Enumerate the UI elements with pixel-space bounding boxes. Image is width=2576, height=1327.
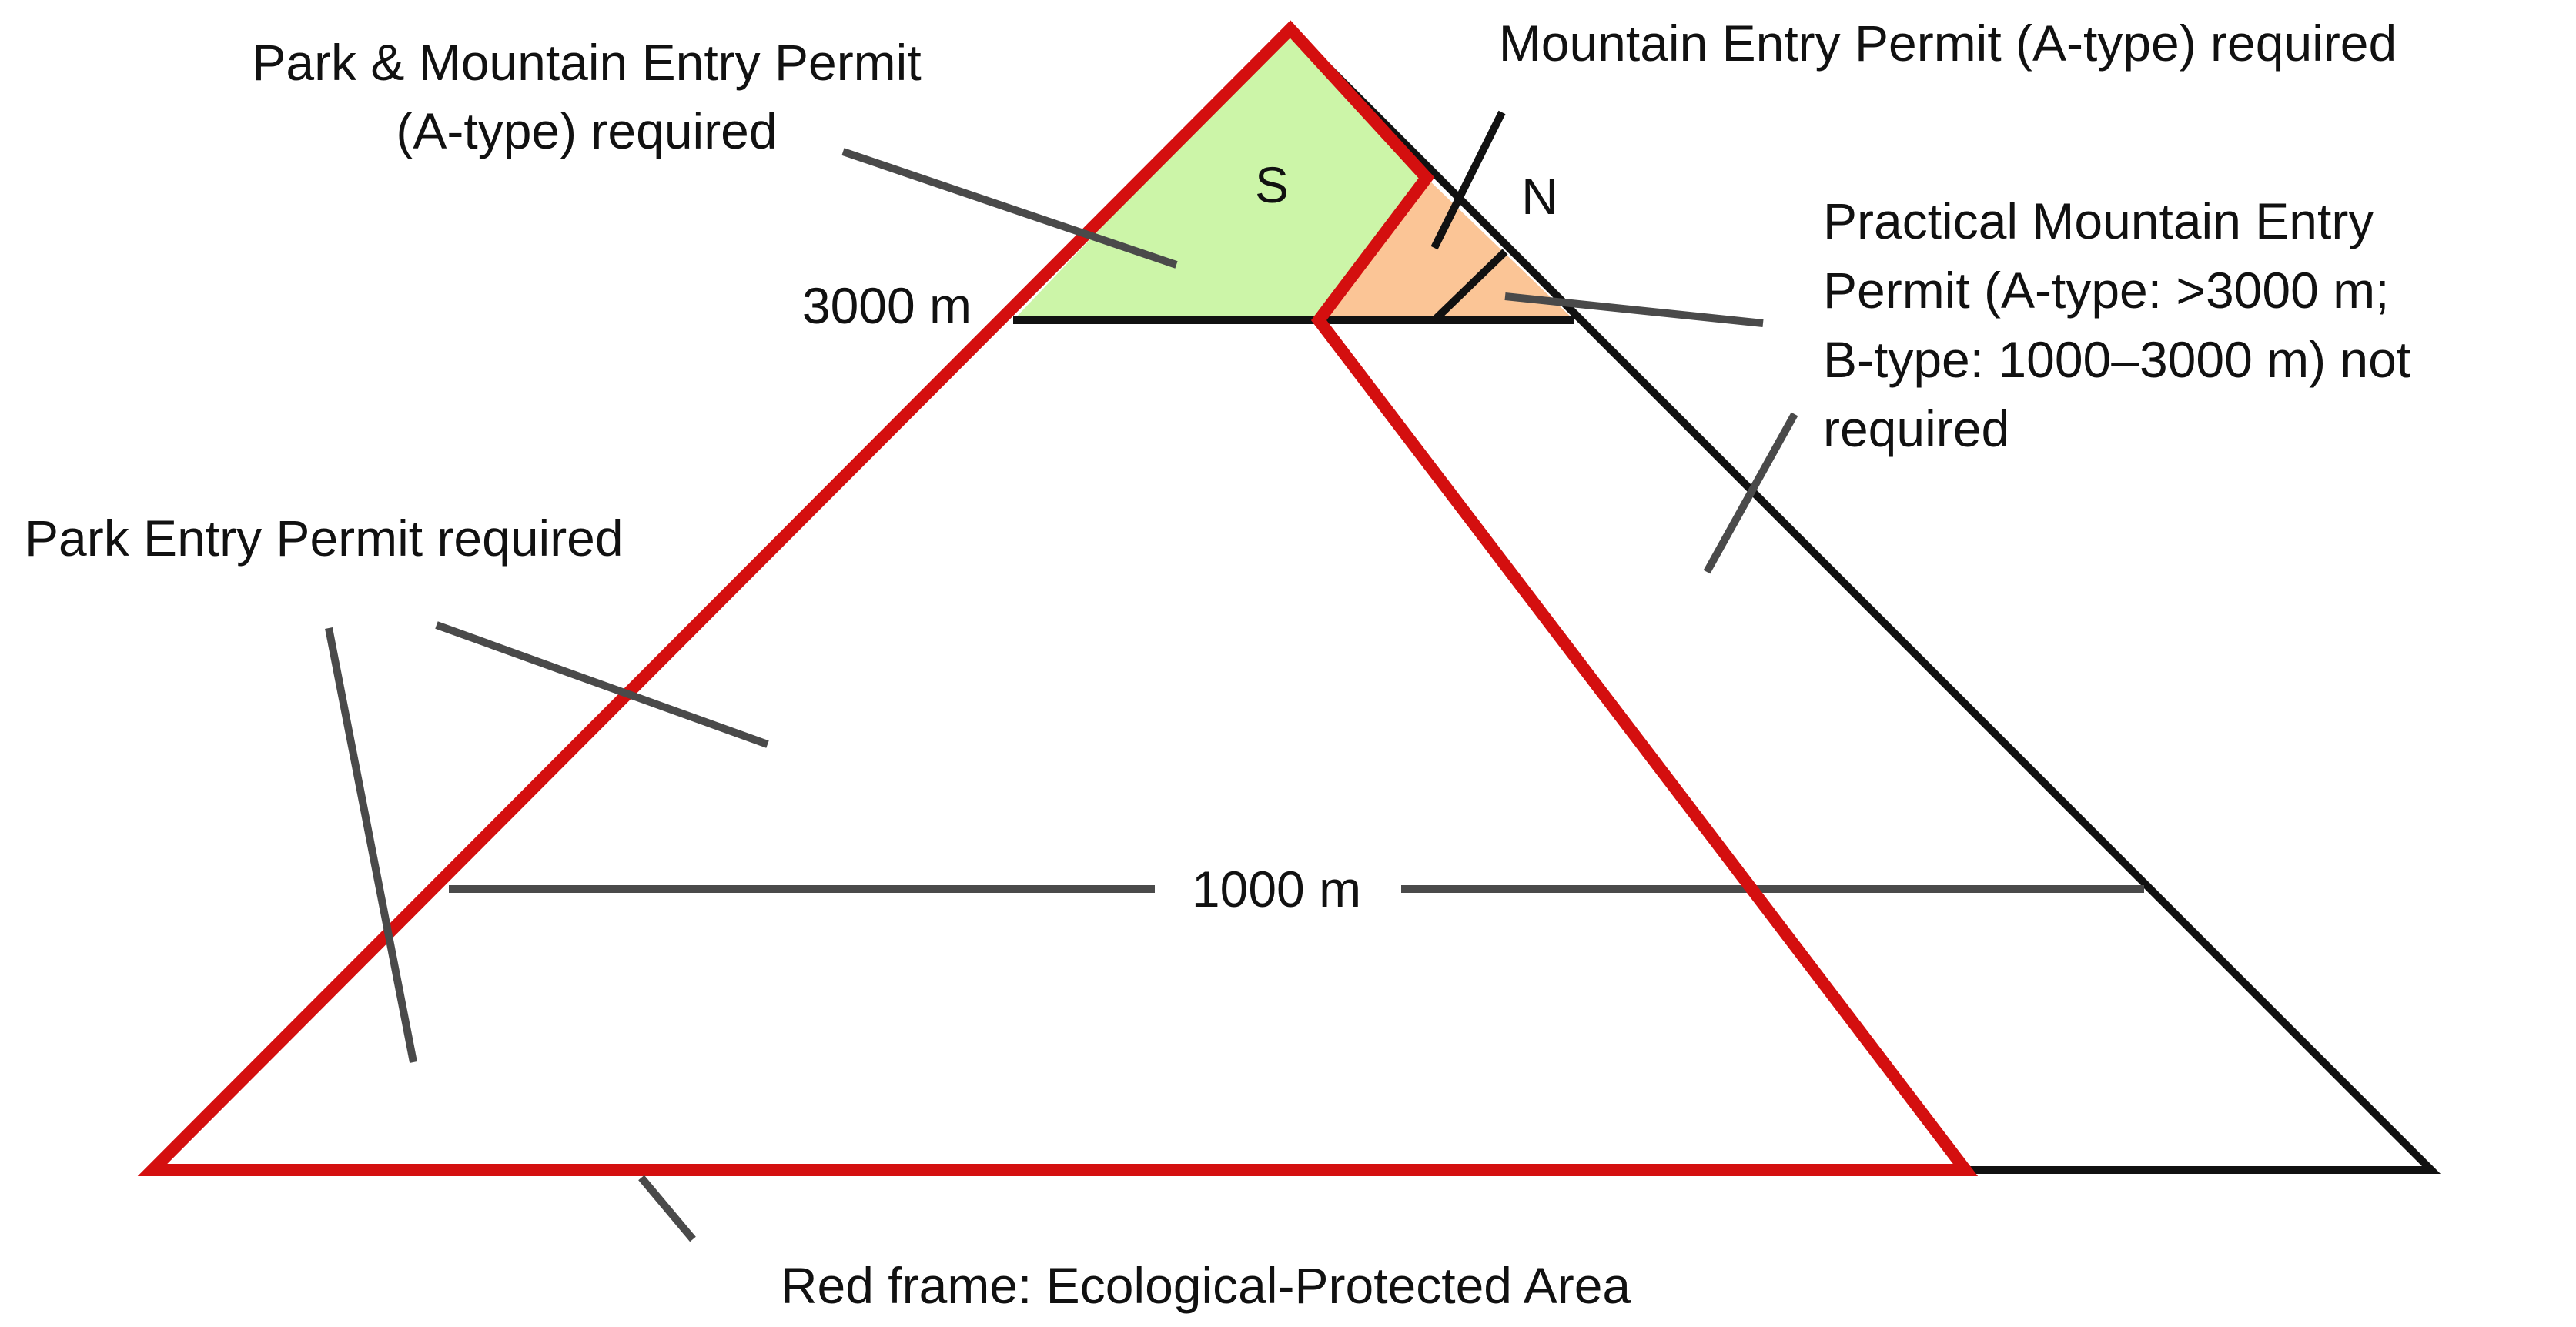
leader-red-frame xyxy=(638,1175,696,1242)
label-red-frame: Red frame: Ecological-Protected Area xyxy=(781,1257,1631,1314)
leader-mountain-permit xyxy=(1430,110,1506,250)
leader-practical-permit xyxy=(1504,292,1764,327)
leader-park-permit-upper xyxy=(435,621,769,748)
label-practical-permit-line2: Permit (A-type: >3000 m; xyxy=(1823,262,2389,319)
label-north: N xyxy=(1521,168,1558,225)
leader-park-permit-lower xyxy=(325,627,417,1063)
label-elevation-1000: 1000 m xyxy=(1192,861,1361,918)
north-zone-divider xyxy=(1431,249,1508,323)
label-practical-permit-line4: required xyxy=(1823,400,2009,457)
leader-park-mountain-permit xyxy=(841,148,1178,269)
label-practical-permit-line3: B-type: 1000–3000 m) not xyxy=(1823,331,2410,388)
label-park-mountain-permit-line1: Park & Mountain Entry Permit xyxy=(252,34,921,91)
label-practical-permit-line1: Practical Mountain Entry xyxy=(1823,192,2374,249)
leader-practical-permit-slope xyxy=(1703,412,1798,574)
label-mountain-permit: Mountain Entry Permit (A-type) required xyxy=(1499,15,2397,72)
label-park-permit: Park Entry Permit required xyxy=(25,510,624,567)
mountain-outline xyxy=(1287,26,2441,1174)
label-park-mountain-permit-line2: (A-type) required xyxy=(396,102,777,159)
ecological-protected-area-frame xyxy=(137,20,1979,1176)
label-elevation-3000: 3000 m xyxy=(802,277,972,334)
label-south: S xyxy=(1255,156,1289,213)
zone-north-above-3000 xyxy=(1319,178,1574,320)
